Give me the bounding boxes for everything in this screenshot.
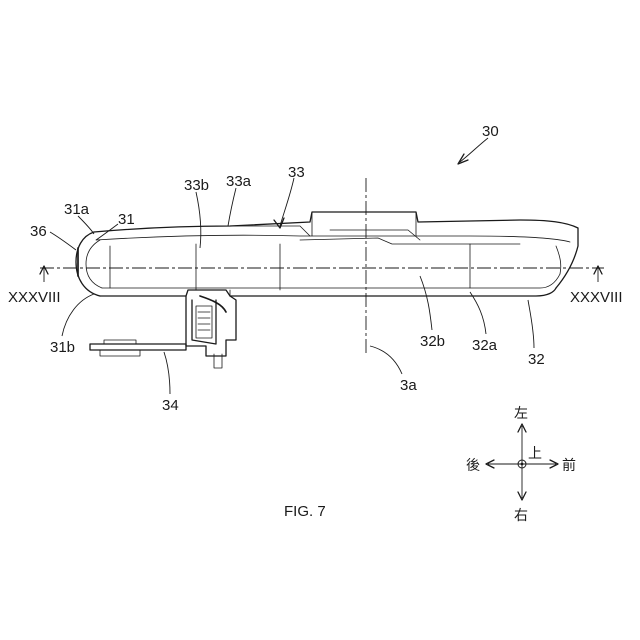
compass-left-label: 後	[466, 458, 480, 474]
figure-caption: FIG. 7	[284, 503, 326, 520]
direction-compass: 左 右 後 前 上	[466, 406, 576, 524]
section-label-left: XXXVIII	[8, 289, 61, 306]
label-31b: 31b	[50, 339, 75, 356]
device-housing	[76, 212, 578, 296]
label-36: 36	[30, 223, 47, 240]
label-33a: 33a	[226, 173, 252, 190]
label-33b: 33b	[184, 177, 209, 194]
reference-numerals: 30 33 33a 33b 31a 31 36 31b 34 32 32a 32…	[8, 123, 623, 414]
bracket-34	[90, 296, 236, 368]
label-34: 34	[162, 397, 179, 414]
compass-up-label: 左	[514, 406, 528, 422]
label-31a: 31a	[64, 201, 90, 218]
label-32b: 32b	[420, 333, 445, 350]
compass-down-label: 右	[514, 508, 528, 524]
label-30: 30	[482, 123, 499, 140]
label-31: 31	[118, 211, 135, 228]
label-33: 33	[288, 164, 305, 181]
label-32: 32	[528, 351, 545, 368]
compass-right-label: 前	[562, 457, 576, 474]
label-3a: 3a	[400, 377, 417, 394]
label-32a: 32a	[472, 337, 498, 354]
section-label-right: XXXVIII	[570, 289, 623, 306]
compass-center-label: 上	[528, 446, 542, 462]
